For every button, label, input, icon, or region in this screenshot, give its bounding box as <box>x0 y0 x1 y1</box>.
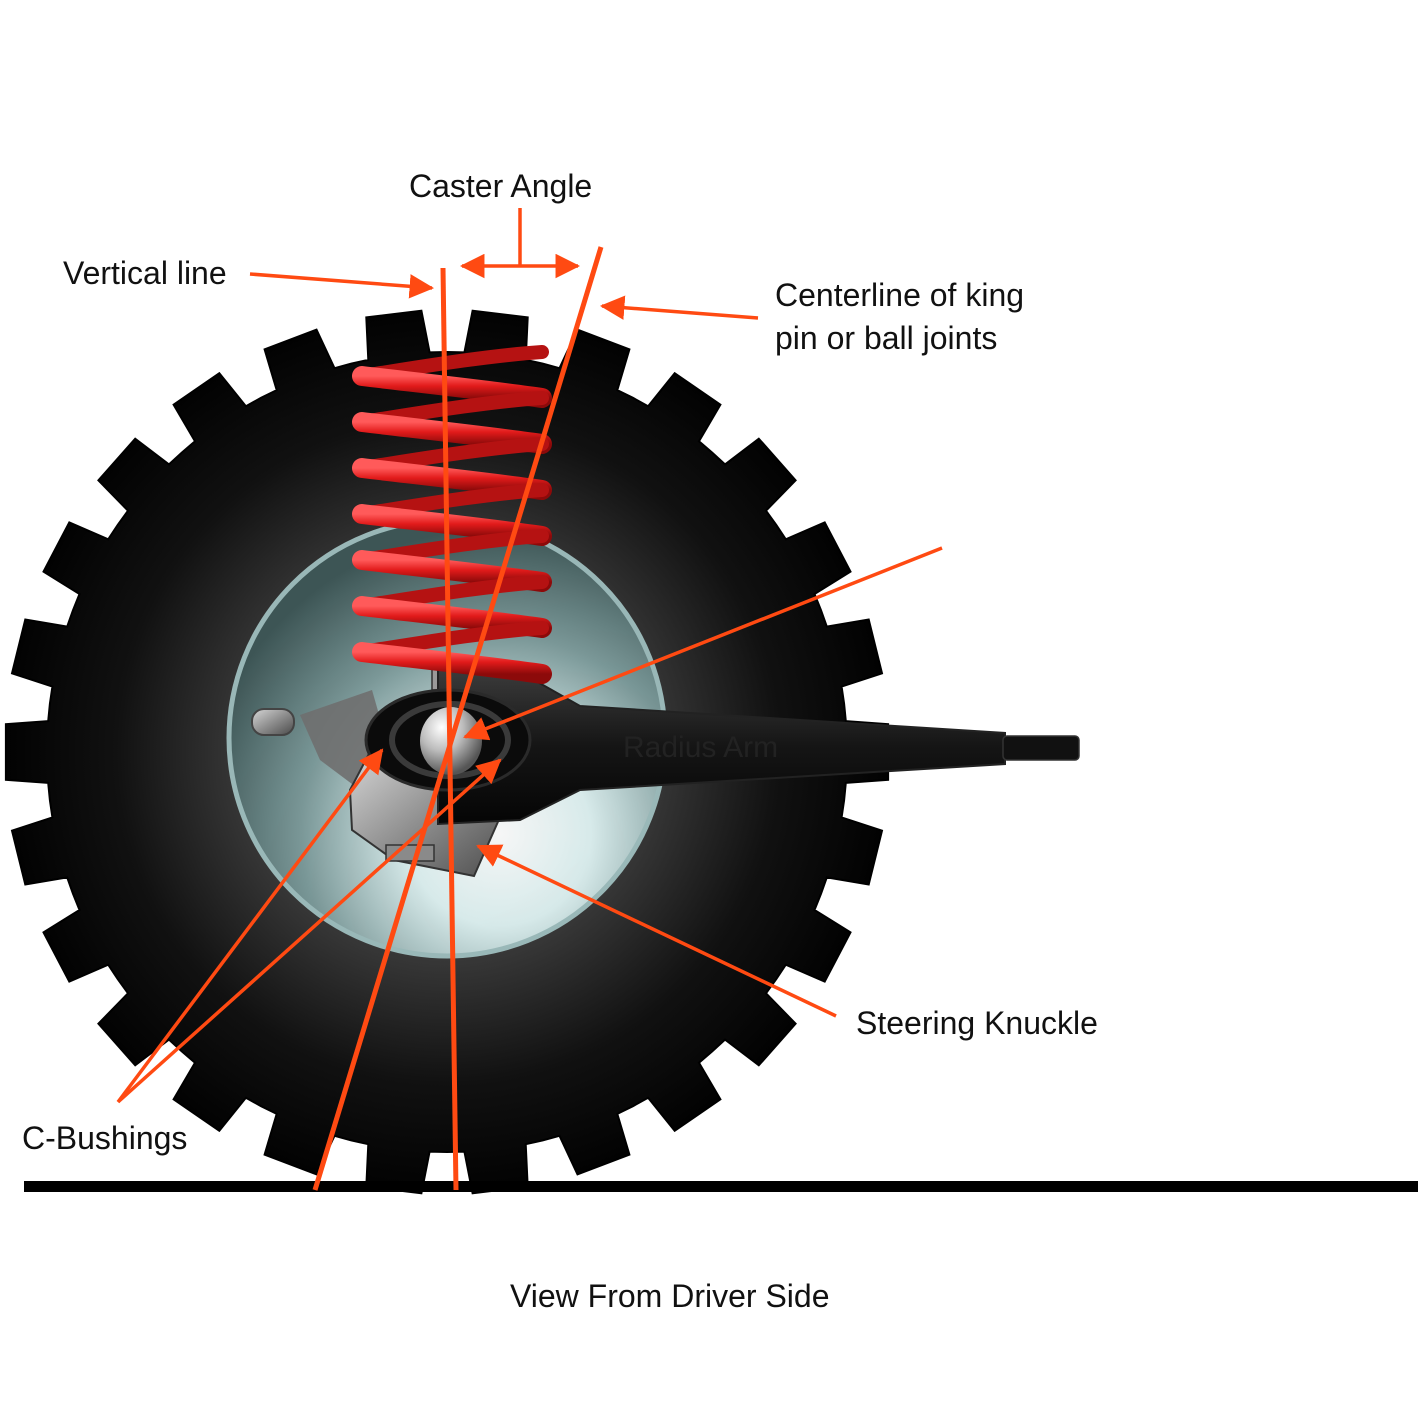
c-bushing-pointer-upper <box>116 748 384 1104</box>
radius-arm: Radius Arm <box>437 666 1080 826</box>
ground-line <box>24 1181 1418 1192</box>
radius-arm-label: Radius Arm <box>623 731 778 764</box>
annotation-arrows <box>116 208 943 1104</box>
steering-knuckle-pointer <box>476 844 837 1018</box>
steering-knuckle-label: Steering Knuckle <box>856 1005 1098 1041</box>
vertical-line-pointer <box>249 272 435 299</box>
c-bushing-pointer-lower <box>116 758 502 1104</box>
vertical-line-label: Vertical line <box>63 255 227 291</box>
caption: View From Driver Side <box>510 1278 829 1314</box>
centerline-pointer <box>599 295 759 320</box>
kingpin-axis-pointer <box>463 546 943 741</box>
centerline-label-line1: Centerline of king <box>775 277 1024 313</box>
centerline-label-line2: pin or ball joints <box>775 320 997 356</box>
labels: Caster Angle Vertical line Centerline of… <box>22 168 1098 1314</box>
c-bushings-label: C-Bushings <box>22 1120 187 1156</box>
caster-angle-label: Caster Angle <box>409 168 592 204</box>
vertical-line <box>440 267 459 1191</box>
reference-lines <box>312 246 604 1191</box>
kingpin-centerline <box>312 246 604 1191</box>
